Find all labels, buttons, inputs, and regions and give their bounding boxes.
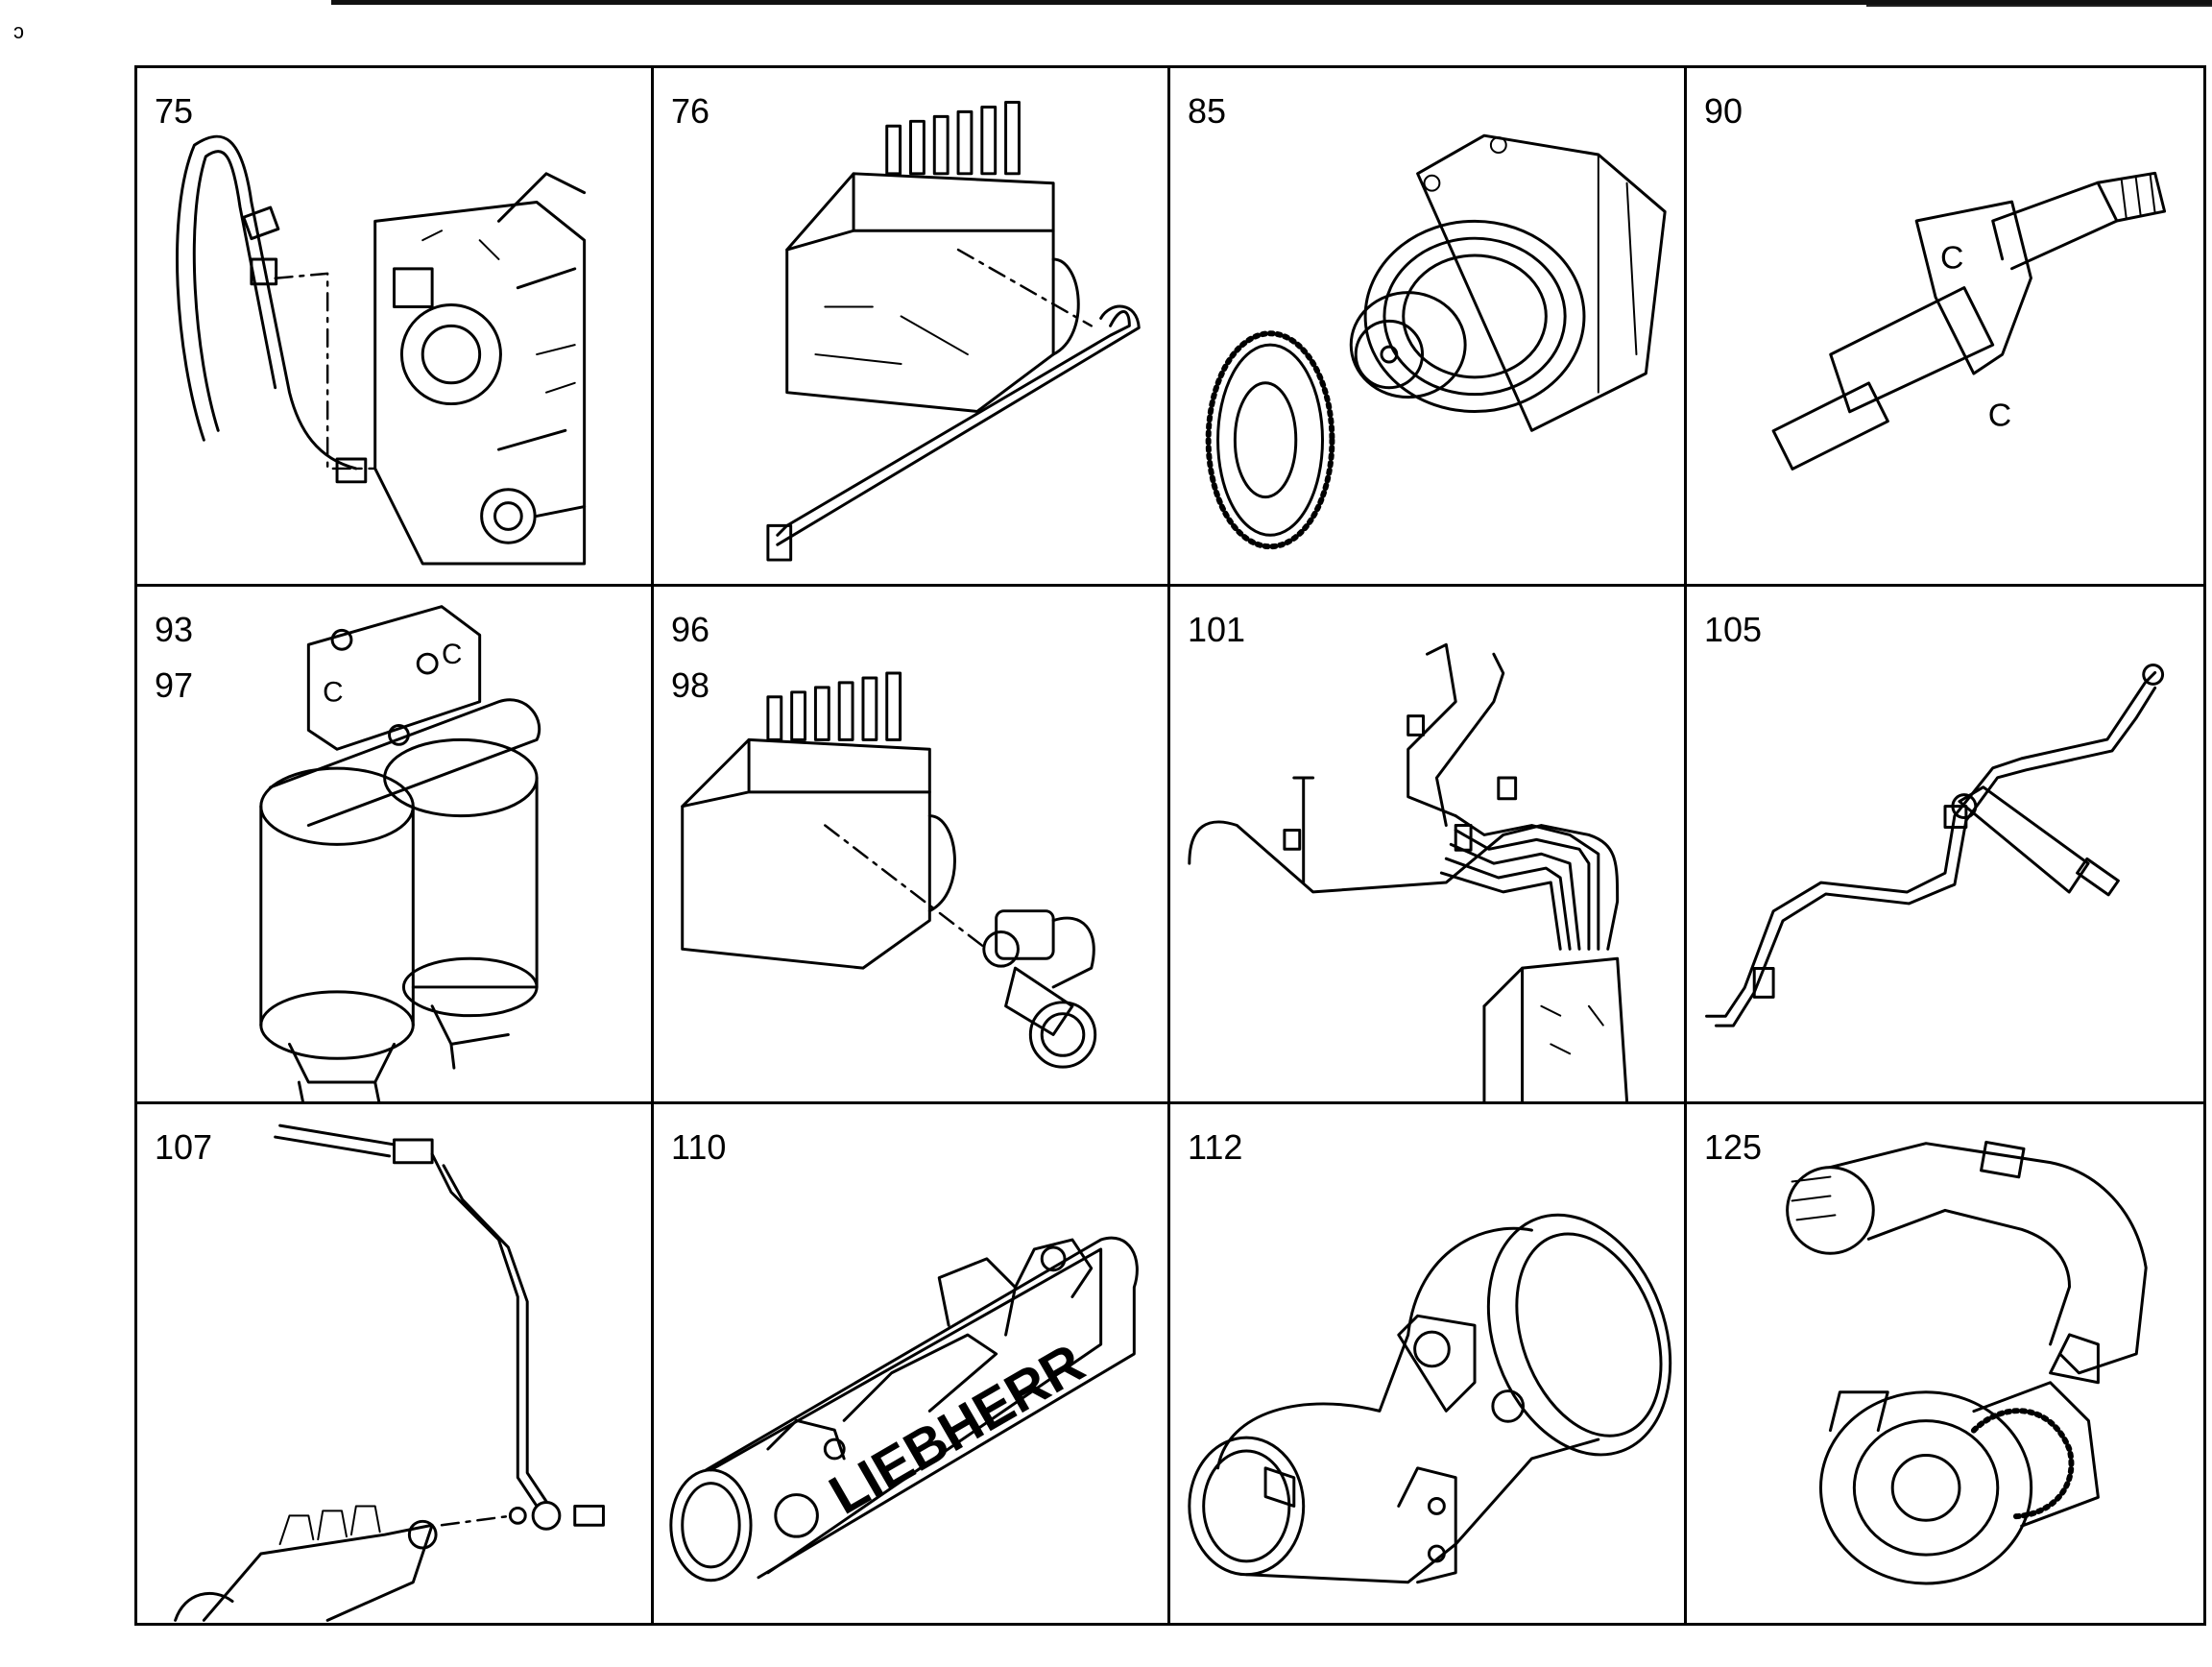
part-number: 85 [1188, 91, 1227, 131]
panel-numbers: 125 [1704, 1120, 1762, 1175]
panel-numbers: 75 [155, 84, 193, 139]
intake-manifold-icon: LIEBHERR [669, 1237, 1139, 1582]
panel-96-98[interactable]: 96 98 [654, 586, 1170, 1105]
svg-text:C: C [442, 639, 462, 670]
fuel-return-line-icon [174, 1123, 605, 1623]
fuel-filter-icon: C C [259, 604, 541, 1102]
panel-numbers: 107 [155, 1120, 212, 1175]
panel-110[interactable]: LIEBHERR 110 [654, 1104, 1170, 1623]
svg-text:C: C [1988, 398, 2011, 434]
part-number: 110 [671, 1127, 727, 1168]
injection-lines-icon [1188, 642, 1629, 1102]
part-number: 112 [1188, 1127, 1243, 1168]
manifold-brand-text: LIEBHERR [820, 1333, 1094, 1527]
part-number: 96 [671, 609, 710, 649]
svg-text:C: C [1940, 240, 1963, 277]
panel-75[interactable]: 75 [137, 68, 654, 587]
pump-drive-gear-icon [1205, 133, 1667, 550]
part-number: 105 [1704, 609, 1763, 649]
panel-numbers: 110 [671, 1120, 726, 1175]
panel-numbers: 105 [1704, 602, 1762, 658]
panel-numbers: 90 [1704, 84, 1743, 139]
panel-numbers: 112 [1188, 1120, 1242, 1175]
top-rule-end [1866, 5, 2212, 7]
panel-numbers: 76 [671, 84, 709, 139]
svg-text:C: C [323, 676, 343, 708]
turbocharger-hose-icon [1786, 1141, 2148, 1585]
panel-numbers: 101 [1188, 602, 1245, 658]
intake-elbow-icon [1188, 1214, 1672, 1584]
part-number: 75 [155, 91, 194, 131]
panel-105[interactable]: 105 [1687, 587, 2203, 1105]
part-number: 98 [671, 664, 710, 705]
panel-numbers: 85 [1188, 84, 1226, 139]
part-number: 97 [155, 664, 194, 705]
panel-90[interactable]: C C 90 [1687, 68, 2203, 587]
part-number: 93 [155, 609, 194, 649]
part-number: 76 [671, 91, 710, 131]
part-number: 107 [155, 1127, 213, 1168]
panel-112[interactable]: 112 [1170, 1104, 1687, 1623]
panel-101[interactable]: 101 [1170, 586, 1687, 1105]
injector-nozzle-icon: C C [1771, 171, 2167, 471]
top-rule [331, 0, 2212, 5]
panel-85[interactable]: 85 [1170, 68, 1687, 587]
pump-overflow-valve-icon [681, 671, 1097, 1069]
panel-numbers: 96 98 [671, 602, 709, 713]
part-number: 101 [1188, 609, 1246, 649]
panel-numbers: 93 97 [155, 602, 193, 713]
part-number: 90 [1704, 91, 1743, 131]
corner-mark: ↄ [13, 19, 24, 43]
panel-107[interactable]: 107 [137, 1104, 654, 1623]
panel-125[interactable]: 125 [1687, 1104, 2203, 1623]
panel-76[interactable]: 76 [654, 68, 1170, 587]
parts-grid: 75 76 [134, 65, 2206, 1626]
leak-fuel-line-icon [1705, 663, 2165, 1027]
injection-pump-line-icon [766, 101, 1141, 562]
part-number: 125 [1704, 1127, 1763, 1168]
panel-93-97[interactable]: C C 93 97 [137, 586, 654, 1105]
pump-oil-line-icon [176, 134, 587, 566]
